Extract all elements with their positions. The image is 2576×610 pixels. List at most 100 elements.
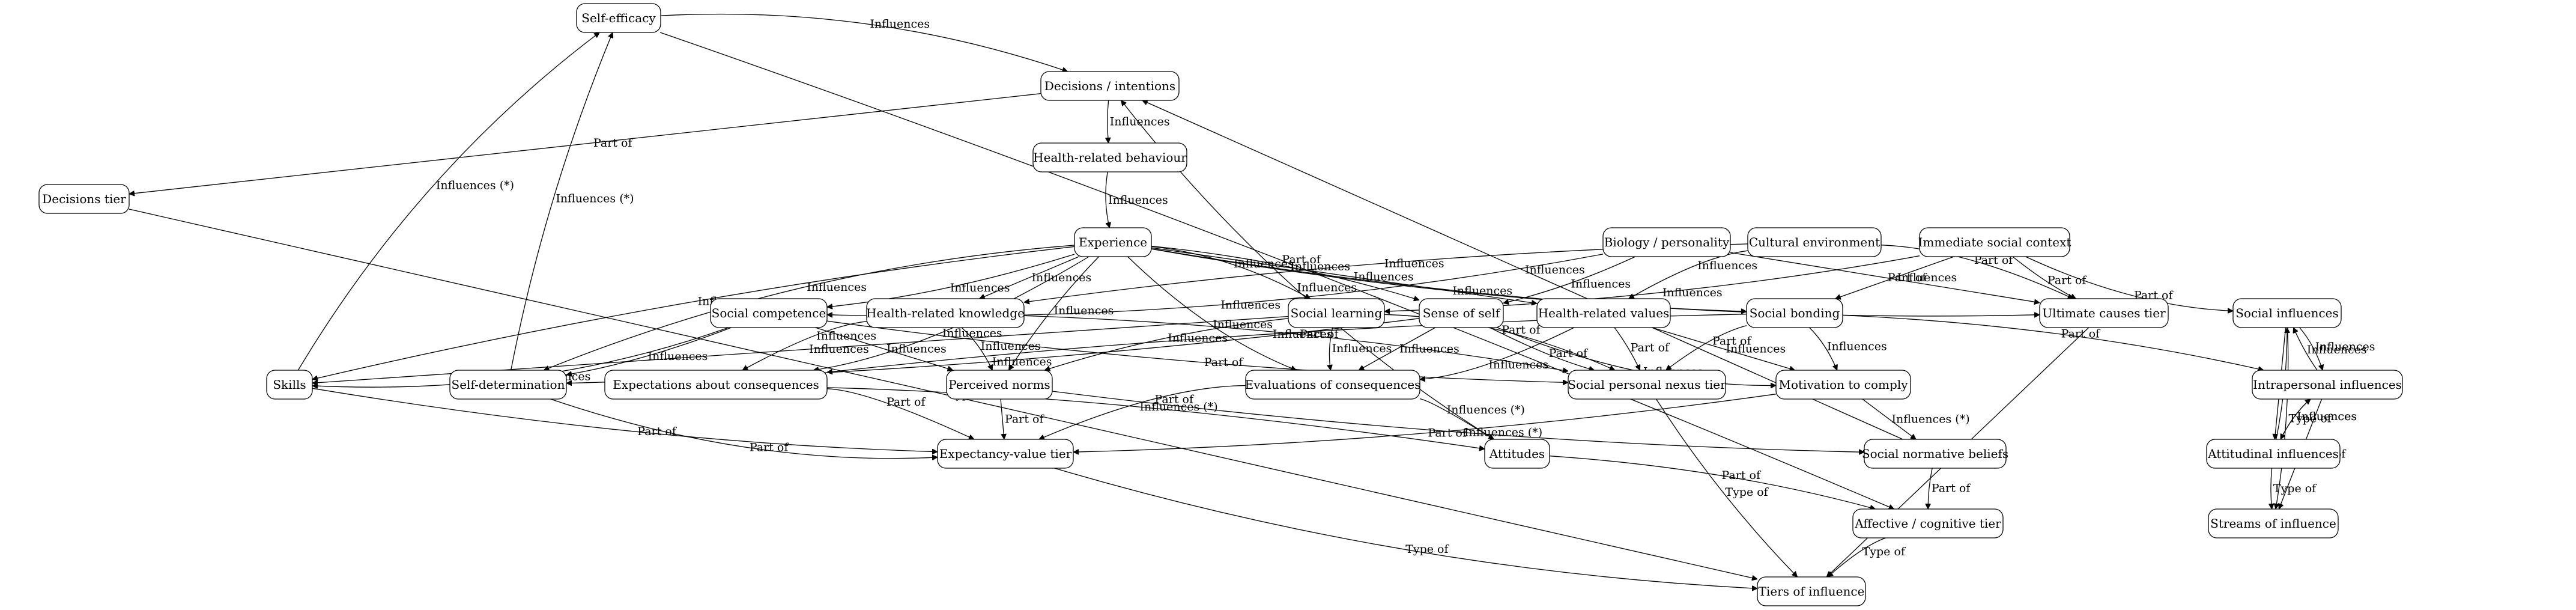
edge-label: Influences: [1108, 194, 1168, 207]
node-social-learning[interactable]: Social learning: [1288, 298, 1385, 328]
node-label: Experience: [1079, 235, 1147, 249]
edge-label: Influences: [807, 281, 867, 294]
node-evaluations[interactable]: Evaluations of consequences: [1245, 370, 1421, 400]
node-box: [449, 370, 567, 400]
edge-biology-to-ultimate: [1730, 252, 2040, 303]
edge-label: Influences: [2297, 410, 2357, 423]
node-self-efficacy[interactable]: Self-efficacy: [576, 3, 661, 33]
node-box: [1747, 227, 1882, 257]
node-ultimate[interactable]: Ultimate causes tier: [2039, 298, 2169, 328]
node-biology[interactable]: Biology / personality: [1602, 227, 1731, 257]
node-box: [2232, 298, 2342, 328]
edge-label: Influences: [1726, 343, 1786, 356]
node-box: [1775, 370, 1911, 400]
node-box: [2206, 439, 2341, 469]
edge-attitudinal-to-intrapersonal: [2280, 399, 2311, 440]
edge-label: Part of: [1502, 323, 1541, 337]
node-attitudes[interactable]: Attitudes: [1484, 439, 1550, 469]
edge-hr-values-to-evaluations: [1420, 327, 1575, 379]
node-decisions-tier[interactable]: Decisions tier: [38, 184, 130, 214]
node-experience[interactable]: Experience: [1074, 227, 1152, 257]
node-social-influences[interactable]: Social influences: [2232, 298, 2342, 328]
edge-label: Part of: [1932, 482, 1971, 495]
edge-motivation-to-ev-tier: [1073, 394, 1777, 453]
edge-label: Type of: [2273, 482, 2317, 495]
edge-social-bonding-to-motivation: [1809, 327, 1837, 370]
node-behaviour[interactable]: Health-related behaviour: [1032, 142, 1187, 172]
edge-label: Influences: [1662, 286, 1723, 299]
node-attitudinal[interactable]: Attitudinal influences: [2206, 439, 2341, 469]
edge-label: Influences: [981, 340, 1041, 353]
edge-expectations-to-ev-tier: [826, 388, 974, 439]
edge-label: Part of: [2061, 328, 2101, 341]
node-skills[interactable]: Skills: [266, 370, 313, 400]
node-hr-values[interactable]: Health-related values: [1536, 298, 1671, 328]
node-normative-beliefs[interactable]: Social normative beliefs: [1862, 439, 2008, 469]
edge-social-learning-to-evaluations: [1329, 327, 1333, 370]
node-box: [604, 370, 828, 400]
node-label: Motivation to comply: [1778, 377, 1908, 392]
node-box: [2252, 370, 2403, 400]
node-label: Cultural environment: [1749, 235, 1880, 249]
edge-experience-to-social-competence: [827, 254, 1075, 307]
edge-label: Influences: [1827, 340, 1887, 353]
edge-hr-knowledge-to-perceived-norms: [961, 327, 992, 370]
node-box: [1245, 370, 1420, 400]
edge-label: Influences: [1168, 332, 1228, 345]
node-perceived-norms[interactable]: Perceived norms: [946, 370, 1053, 400]
edge-label: Influences: [950, 281, 1010, 294]
node-streams[interactable]: Streams of influence: [2208, 508, 2339, 538]
edge-label: Influences: [1110, 115, 1170, 129]
node-hr-knowledge[interactable]: Health-related knowledge: [866, 298, 1025, 328]
edge-experience-to-perceived-norms: [1009, 256, 1100, 370]
node-decisions[interactable]: Decisions / intentions: [1040, 71, 1180, 101]
node-label: Ultimate causes tier: [2042, 306, 2166, 320]
edge-behaviour-to-experience: [1105, 171, 1109, 228]
edge-label: Part of: [1712, 334, 1752, 347]
edge-label: Influences (*): [556, 192, 634, 205]
node-affective-tier[interactable]: Affective / cognitive tier: [1852, 508, 2004, 538]
node-label: Social normative beliefs: [1862, 447, 2008, 461]
edge-label: Part of: [593, 136, 633, 150]
node-social-bonding[interactable]: Social bonding: [1746, 298, 1843, 328]
node-expectations[interactable]: Expectations about consequences: [604, 370, 828, 400]
edge-perceived-norms-to-ev-tier: [1000, 398, 1004, 439]
node-immediate[interactable]: Immediate social context: [1918, 227, 2071, 257]
node-motivation[interactable]: Motivation to comply: [1775, 370, 1911, 400]
edge-cultural-to-ultimate: [1880, 245, 2073, 299]
node-label: Social personal nexus tier: [1568, 377, 1726, 392]
edge-label: Part of: [1300, 328, 1339, 341]
edge-self-efficacy-to-decisions: [660, 13, 1068, 72]
edge-label: Part of: [1155, 393, 1195, 406]
node-social-competence[interactable]: Social competence: [710, 298, 828, 328]
edge-evaluations-to-ev-tier: [1039, 385, 1246, 440]
node-ev-tier[interactable]: Expectancy-value tier: [937, 439, 1074, 469]
node-sense-of-self[interactable]: Sense of self: [1419, 298, 1504, 328]
edge-social-competence-to-perceived-norms: [815, 327, 953, 370]
node-tiers[interactable]: Tiers of influence: [1757, 576, 1866, 606]
edge-social-competence-to-self-determination: [566, 327, 732, 375]
edge-label: Influences: [1571, 277, 1631, 290]
edge-experience-to-self-determination: [544, 245, 1075, 370]
node-spn-tier[interactable]: Social personal nexus tier: [1568, 370, 1726, 400]
node-self-determination[interactable]: Self-determination: [449, 370, 567, 400]
node-box: [1919, 227, 2070, 257]
edge-attitudes-to-affective-tier: [1549, 456, 1876, 509]
edge-decisions-to-decisions-tier: [129, 93, 1041, 194]
node-label: Sense of self: [1423, 306, 1501, 320]
edge-skills-to-ev-tier: [312, 388, 938, 452]
node-box: [937, 439, 1074, 469]
edge-label: Influences: [992, 355, 1052, 368]
node-label: Expectations about consequences: [613, 377, 819, 392]
node-label: Attitudes: [1489, 447, 1545, 461]
edge-label: Part of: [1204, 356, 1244, 369]
node-label: Self-determination: [452, 377, 565, 392]
node-intrapersonal[interactable]: Intrapersonal influences: [2252, 370, 2403, 400]
edge-label: Influences: [1897, 271, 1957, 284]
node-box: [710, 298, 828, 328]
edge-sense-of-self-to-evaluations: [1359, 327, 1436, 371]
node-cultural[interactable]: Cultural environment: [1747, 227, 1882, 257]
edge-self-efficacy-to-affective-tier: [659, 32, 1894, 509]
edge-label: Type of: [1405, 543, 1449, 556]
